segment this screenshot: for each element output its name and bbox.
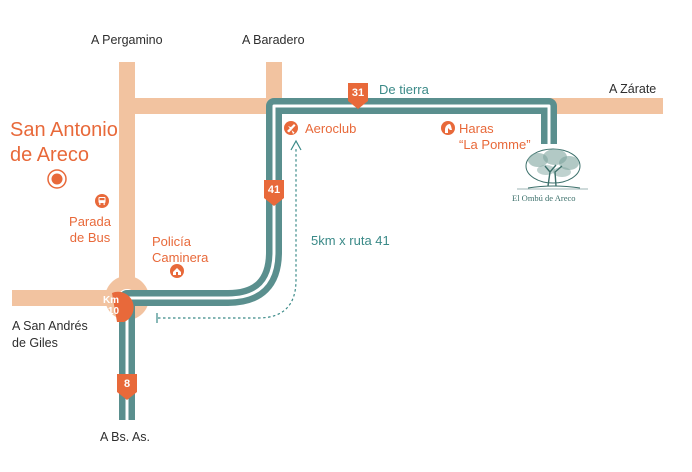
target-circle-icon xyxy=(47,169,67,189)
road-pergamino xyxy=(119,62,135,282)
label-baradero: A Baradero xyxy=(242,33,305,47)
route-31-shield xyxy=(348,83,368,109)
route-41-label: 41 xyxy=(267,184,281,196)
label-san-andres: A San Andrés de Giles xyxy=(12,318,88,352)
distance-indicator-line xyxy=(158,148,297,319)
town-name-line1: San Antonio xyxy=(10,119,118,141)
town-name: San Antonio de Areco xyxy=(10,118,118,168)
label-bs-as: A Bs. As. xyxy=(100,430,151,444)
route-41-31-core xyxy=(125,104,551,420)
police-label-line1: Policía xyxy=(152,234,192,249)
km-marker-line2: 110 xyxy=(102,306,120,317)
estancia-name: El Ombú de Areco xyxy=(512,193,576,203)
aeroclub-label: Aeroclub xyxy=(305,121,357,136)
km-marker-label: Km 110 xyxy=(96,295,126,317)
label-pergamino: A Pergamino xyxy=(91,33,163,47)
dirt-road-label: De tierra xyxy=(379,82,429,97)
km-marker-line1: Km xyxy=(102,295,120,306)
distance-arrow-icon xyxy=(290,139,302,151)
bus-stop-label-line1: Parada xyxy=(69,214,111,229)
haras-label-line2: “La Pomme” xyxy=(459,137,531,152)
label-san-andres-line1: A San Andrés xyxy=(12,319,88,333)
horse-head-icon xyxy=(441,121,455,135)
route-8-label: 8 xyxy=(123,378,131,390)
haras-label: Haras “La Pomme” xyxy=(459,121,531,153)
label-san-andres-line2: de Giles xyxy=(12,336,58,350)
town-name-line2: de Areco xyxy=(10,144,89,166)
label-zarate: A Zárate xyxy=(609,82,657,96)
haras-label-line1: Haras xyxy=(459,121,494,136)
police-label-line2: Caminera xyxy=(152,250,209,265)
road-san-andres xyxy=(12,290,132,306)
bus-stop-label-line2: de Bus xyxy=(69,230,111,245)
police-label: Policía Caminera xyxy=(152,234,208,266)
route-31-label: 31 xyxy=(351,87,365,99)
bus-icon xyxy=(95,194,109,208)
km-110-marker xyxy=(112,291,134,322)
distance-label: 5km x ruta 41 xyxy=(311,233,390,248)
airplane-icon xyxy=(284,121,298,135)
bus-stop-label: Parada de Bus xyxy=(60,214,120,246)
ombu-tree-icon xyxy=(517,148,588,190)
route-8-shield xyxy=(117,374,137,400)
route-41-shield xyxy=(264,180,284,206)
main-route xyxy=(119,98,557,420)
police-badge-icon xyxy=(170,264,184,278)
